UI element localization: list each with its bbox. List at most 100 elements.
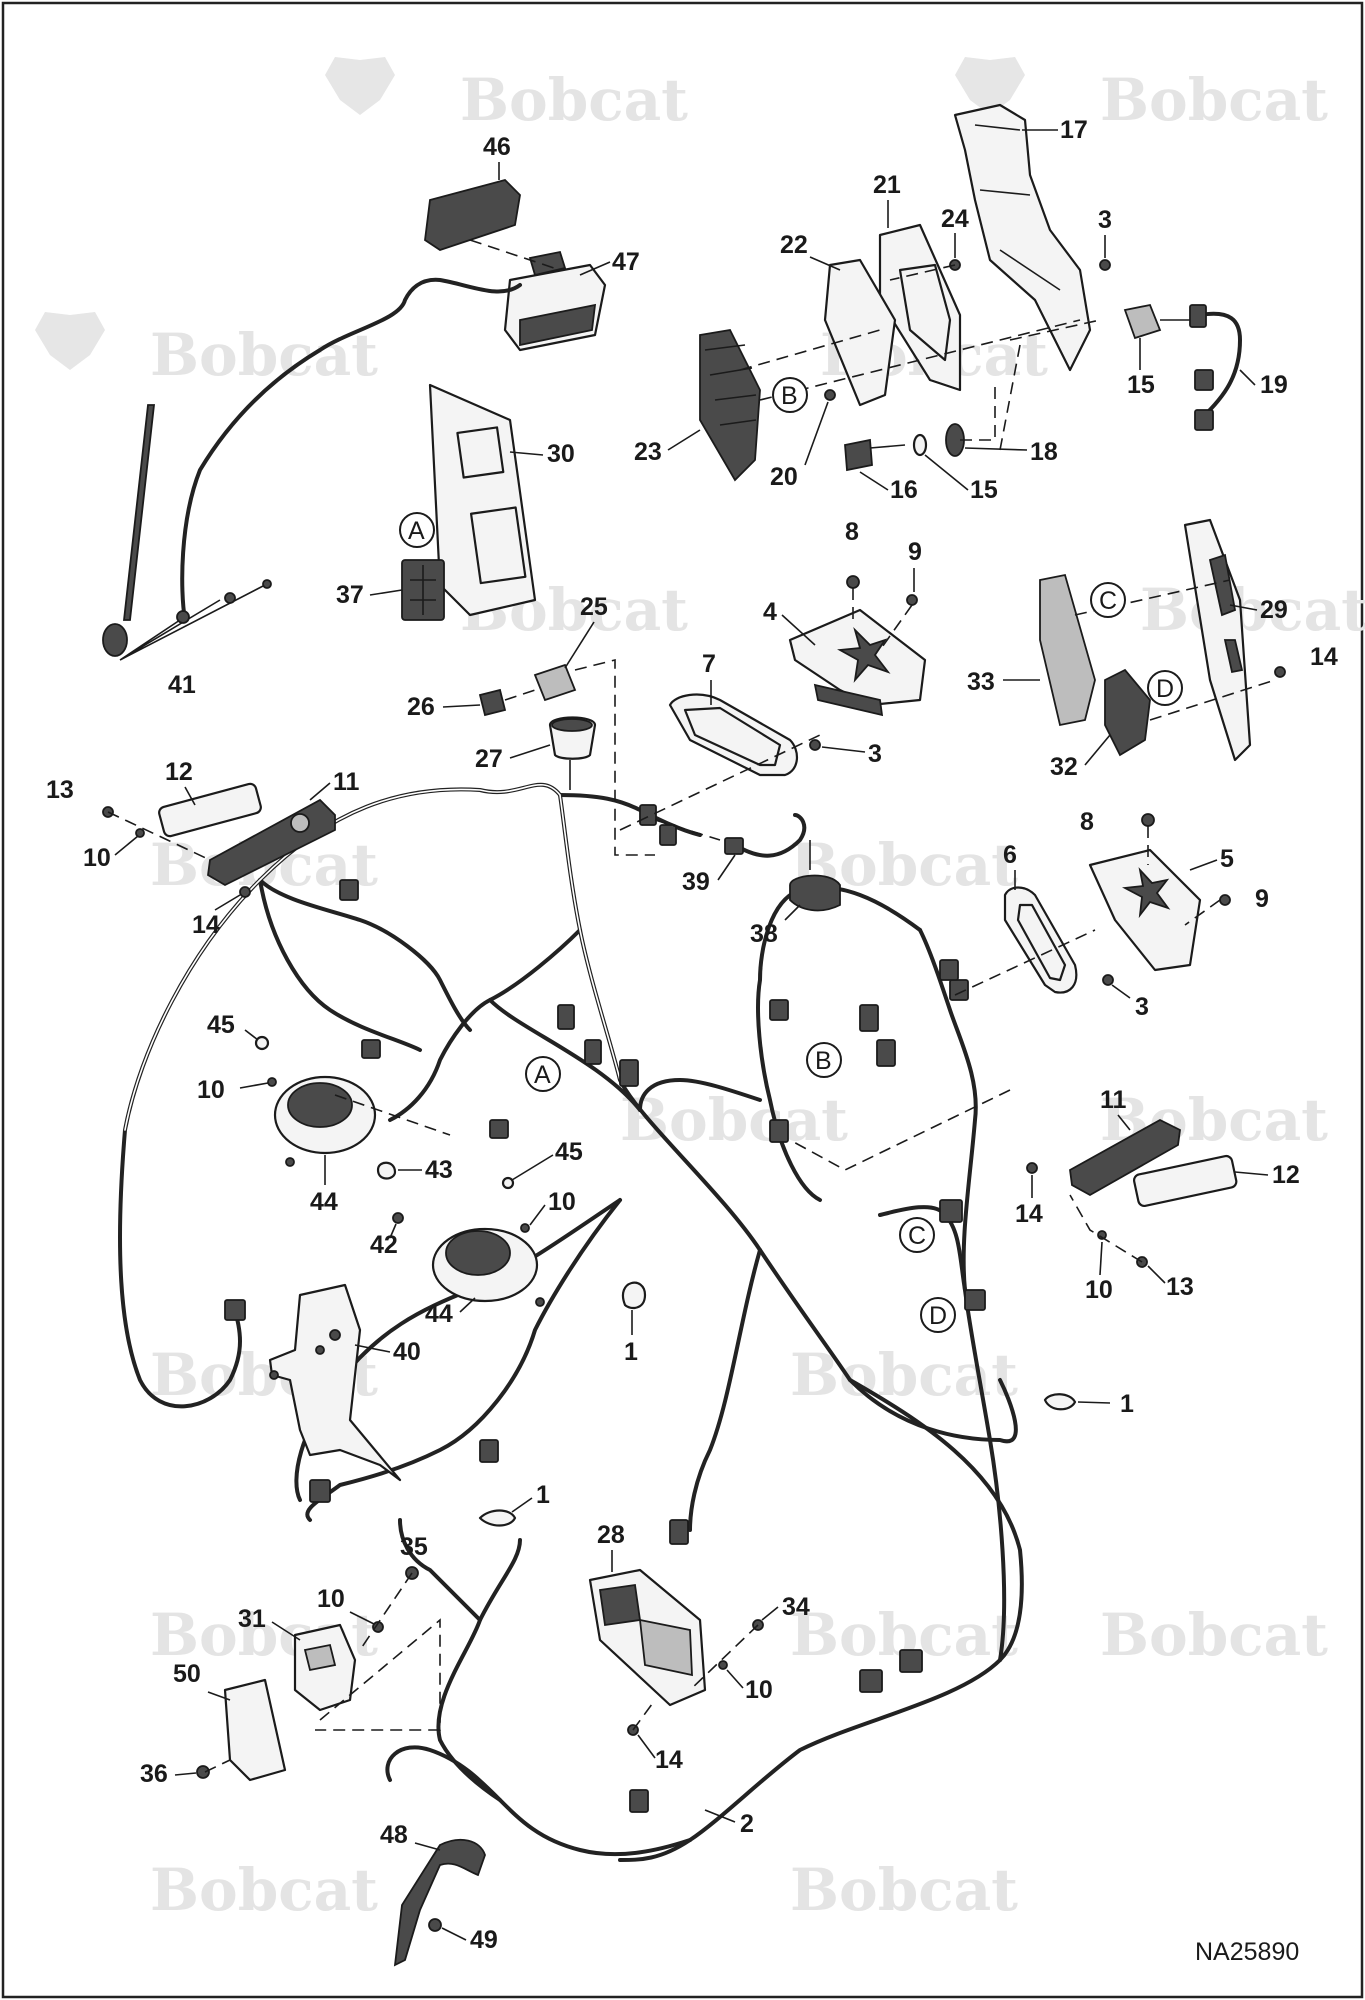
callout-43: 43 — [425, 1156, 453, 1184]
nut-14a — [239, 886, 251, 898]
harness-connector — [964, 1289, 986, 1311]
watermark-1: Bobcat — [325, 57, 688, 134]
lens-gasket-12b — [1132, 1154, 1238, 1208]
harness-connector — [639, 804, 657, 826]
speaker-cover-star — [837, 626, 891, 683]
callout-14-d: 14 — [655, 1746, 683, 1774]
svg-text:Bobcat: Bobcat — [1100, 1601, 1328, 1669]
washer-10f — [718, 1660, 728, 1670]
callout-15-a: 15 — [1127, 371, 1155, 399]
callout-9-b: 9 — [1255, 885, 1269, 913]
radio-assembly — [102, 178, 607, 661]
vent-duct-assembly — [699, 103, 1242, 482]
harness-connector — [939, 959, 959, 981]
harness-connector — [619, 1059, 639, 1087]
lens-gasket-12a — [158, 782, 262, 838]
horn-38 — [789, 874, 841, 912]
svg-text:Bobcat: Bobcat — [150, 1856, 378, 1924]
connector-ref-b-2-label: B — [815, 1047, 832, 1075]
door-bracket-33 — [1039, 573, 1096, 727]
connector-ref-b-2 — [806, 1042, 842, 1078]
watermark-2: Bobcat — [955, 57, 1328, 134]
nut-3-top — [1099, 259, 1111, 271]
nut-bottom-44a — [285, 1157, 295, 1167]
washer-10a — [135, 828, 145, 838]
harness-connector — [859, 1004, 879, 1032]
watermark-3: Bobcat — [35, 312, 378, 389]
svg-text:Bobcat: Bobcat — [1140, 576, 1365, 644]
screw-20 — [824, 389, 836, 401]
bolt-9b — [1219, 894, 1231, 906]
callout-3-c: 3 — [1135, 993, 1149, 1021]
callout-13-a: 13 — [46, 776, 74, 804]
horn-assembly — [654, 813, 841, 912]
callout-15-b: 15 — [970, 476, 998, 504]
callout-50: 50 — [173, 1660, 201, 1688]
callout-10-b: 10 — [1085, 1276, 1113, 1304]
connector-ref-a-2-label: A — [534, 1061, 551, 1089]
watermark-9: Bobcat — [620, 1086, 848, 1154]
antenna-mast — [122, 404, 156, 621]
connector-ref-c-1-label: C — [1099, 587, 1117, 615]
callout-36: 36 — [140, 1760, 168, 1788]
callout-13-b: 13 — [1166, 1273, 1194, 1301]
callout-35: 35 — [400, 1533, 428, 1561]
speaker-housing-left — [619, 575, 927, 831]
speaker-cover-5 — [1088, 848, 1202, 972]
bracket-hole — [269, 1370, 279, 1380]
connector-ref-a-1 — [399, 512, 435, 548]
callout-44-a: 44 — [310, 1188, 338, 1216]
callout-22: 22 — [780, 231, 808, 259]
callout-14-a: 14 — [192, 911, 220, 939]
module-group-left — [196, 1566, 441, 1782]
washer-10d — [520, 1223, 530, 1233]
speaker-44b-cone — [445, 1230, 511, 1276]
module-31-plug — [303, 1643, 337, 1672]
washer-15b — [912, 433, 928, 457]
speaker-pair — [254, 1035, 545, 1307]
connector-ref-c-1 — [1090, 582, 1126, 618]
callout-30: 30 — [547, 440, 575, 468]
callout-46: 46 — [483, 133, 511, 161]
connector-ref-c-2 — [899, 1217, 935, 1253]
nut-42 — [392, 1212, 404, 1224]
antenna-screw — [262, 579, 272, 589]
harness-connector — [361, 1039, 381, 1059]
nut-3b — [809, 739, 821, 751]
callout-4: 4 — [763, 598, 777, 626]
work-light-11b — [1069, 1118, 1181, 1197]
callout-8-b: 8 — [1080, 808, 1094, 836]
horn-lead-39 — [733, 813, 807, 858]
radio-plug — [528, 250, 567, 277]
speaker-cover-rail — [813, 683, 884, 717]
screw-45a — [254, 1035, 270, 1051]
callout-34: 34 — [782, 1593, 810, 1621]
antenna-nut — [176, 610, 190, 624]
callout-14-right: 14 — [1310, 643, 1338, 671]
harness-connector — [629, 1789, 649, 1813]
callout-21: 21 — [873, 171, 901, 199]
speaker-cover-star-5 — [1121, 867, 1171, 919]
harness-connector — [489, 1119, 509, 1139]
antenna-base — [102, 623, 128, 657]
relay-box-assembly — [588, 1568, 764, 1736]
nut-8a — [846, 575, 860, 589]
radio-bracket — [424, 178, 521, 251]
callout-1-c: 1 — [536, 1481, 550, 1509]
callout-49: 49 — [470, 1926, 498, 1954]
harness-connector — [899, 1649, 923, 1673]
bracket-assembly — [268, 1283, 402, 1482]
callout-1-b: 1 — [1120, 1390, 1134, 1418]
callout-10-c: 10 — [197, 1076, 225, 1104]
svg-text:Bobcat: Bobcat — [1100, 66, 1328, 134]
dome-light-group — [478, 658, 655, 856]
callout-27: 27 — [475, 745, 503, 773]
light-left — [102, 782, 336, 898]
svg-text:Bobcat: Bobcat — [790, 1856, 1018, 1924]
callout-42: 42 — [370, 1231, 398, 1259]
harness-connector — [949, 979, 969, 1001]
connector-19a — [1189, 304, 1207, 328]
harness-connector — [339, 879, 359, 901]
callout-48: 48 — [380, 1821, 408, 1849]
